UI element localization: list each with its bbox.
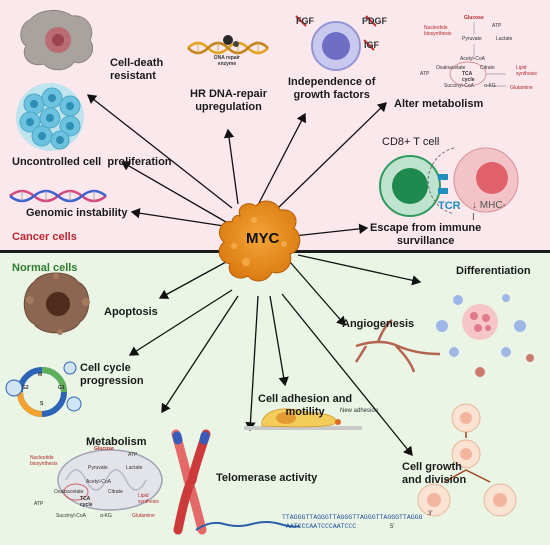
meta-top-atp2: ATP (420, 71, 430, 77)
meta-top-glucose: Glucose (464, 15, 484, 21)
meta-bot-lactate: Lactate (126, 465, 143, 471)
telomerase-label: Telomerase activity (216, 472, 318, 484)
migrating-cell-icon (244, 408, 362, 430)
dna-icon (187, 35, 269, 55)
meta-bot-pyruvate: Pyruvate (88, 465, 108, 471)
telomere-bottom-strand: AATCCCAATCCCAATCCC (286, 523, 357, 530)
dna-repair-enzyme-label: DNA repair enzyme (214, 55, 240, 67)
myc-label: MYC (246, 230, 280, 247)
meta-bot-citrate: Citrate (108, 489, 123, 495)
cell-death-label: Cell-death resistant (110, 57, 164, 82)
meta-bot-tca: TCA cycle (80, 496, 93, 508)
angiogenesis-label: Angiogenesis (342, 318, 415, 330)
phase-g1-label: G1 (58, 385, 65, 391)
new-adhesion-label: New adhesion (340, 408, 379, 414)
metabolism-label: Metabolism (86, 436, 147, 448)
cd8-label: CD8+ T cell (382, 136, 440, 148)
meta-top-acetyl: Acetyl-CoA (460, 56, 486, 62)
alter-metabolism-label: Alter metabolism (394, 98, 484, 110)
tumor-cell-icon (427, 147, 519, 215)
meta-top-succinyl: Succinyl-CoA (444, 83, 475, 89)
phase-g2-label: G2 (22, 385, 29, 391)
meta-bot-acetyl: Acetyl-CoA (86, 479, 112, 485)
mhc-label: ↓ MHC- I (472, 200, 506, 223)
apoptotic-cell-icon (23, 272, 90, 335)
meta-bot-oxalo: Oxaloacetate (54, 489, 84, 495)
igf-label: IGF (364, 40, 379, 50)
apoptosis-label: Apoptosis (104, 306, 158, 318)
meta-bot-succinyl: Succinyl-CoA (56, 513, 87, 519)
differentiation-label: Differentiation (456, 265, 531, 277)
meta-top-atp: ATP (492, 23, 502, 29)
phase-m-label: M (38, 372, 43, 378)
genomic-instability-label: Genomic instability (26, 207, 128, 219)
arrows (86, 94, 422, 457)
meta-bot-glucose: Glucose (94, 446, 114, 452)
genomic-dna-icon (9, 189, 107, 203)
cancer-cells-label: Cancer cells (12, 231, 77, 243)
hr-repair-label: HR DNA-repair upregulation (190, 88, 268, 113)
meta-top-oxalo: Oxaloacetate (436, 65, 466, 71)
cell-cycle-label: Cell cycle progression (80, 362, 144, 387)
cell-cycle-icon (5, 361, 82, 417)
growth-factors-label: Independence of growth factors (288, 76, 376, 101)
meta-top-pyruvate: Pyruvate (462, 36, 482, 42)
stem-cell-icon (436, 294, 534, 377)
telomere-top-strand: TTAGGGTTAGGGTTAGGGTTAGGGTTAGGGTTAGGG (282, 514, 423, 521)
meta-top-nucleotide: Nucleotide biosynthesis (424, 25, 452, 37)
immune-escape-label: Escape from immune survillance (370, 222, 482, 247)
pdgf-label: PDGF (362, 16, 388, 26)
adhesion-label: Cell adhesion and motility (258, 393, 353, 418)
meta-top-akg: α-KG (484, 83, 496, 89)
blood-vessel-icon (354, 319, 441, 373)
myc-blob-icon (218, 200, 301, 282)
meta-bot-glutamine: Glutamine (132, 513, 155, 519)
dividing-cell-icon (417, 403, 517, 517)
meta-top-tca: TCA cycle (462, 71, 475, 83)
meta-bot-atp2: ATP (34, 501, 44, 507)
normal-cells-label: Normal cells (12, 262, 78, 274)
meta-top-citrate: Citrate (480, 65, 495, 71)
tcr-label: TCR (438, 200, 461, 212)
meta-top-lipid: Lipid synthesis (516, 65, 537, 77)
t-cell-icon (379, 155, 448, 217)
meta-bot-atp: ATP (128, 452, 138, 458)
chromosome-icon (171, 429, 301, 535)
proliferation-label: Uncontrolled cell proliferation (12, 156, 172, 168)
fgf-label: FGF (296, 16, 314, 26)
growth-factor-cell-icon (295, 15, 377, 71)
meta-bot-lipid: Lipid synthesis (138, 493, 159, 505)
phase-s-label: S (40, 401, 44, 407)
mitochondrion-icon (57, 449, 163, 511)
strand-5-end: 5' (390, 524, 395, 530)
growth-division-label: Cell growth and division (402, 461, 467, 486)
meta-bot-akg: α-KG (100, 513, 112, 519)
meta-top-lactate: Lactate (496, 36, 513, 42)
meta-bot-nucleotide: Nucleotide biosynthesis (30, 455, 58, 467)
metabolism-map-icon (449, 22, 506, 87)
cancer-cell-icon (20, 10, 94, 71)
meta-top-glutamine: Glutamine (510, 85, 533, 91)
cell-cluster-icon (16, 83, 84, 151)
strand-3-end: 3' (428, 511, 433, 517)
